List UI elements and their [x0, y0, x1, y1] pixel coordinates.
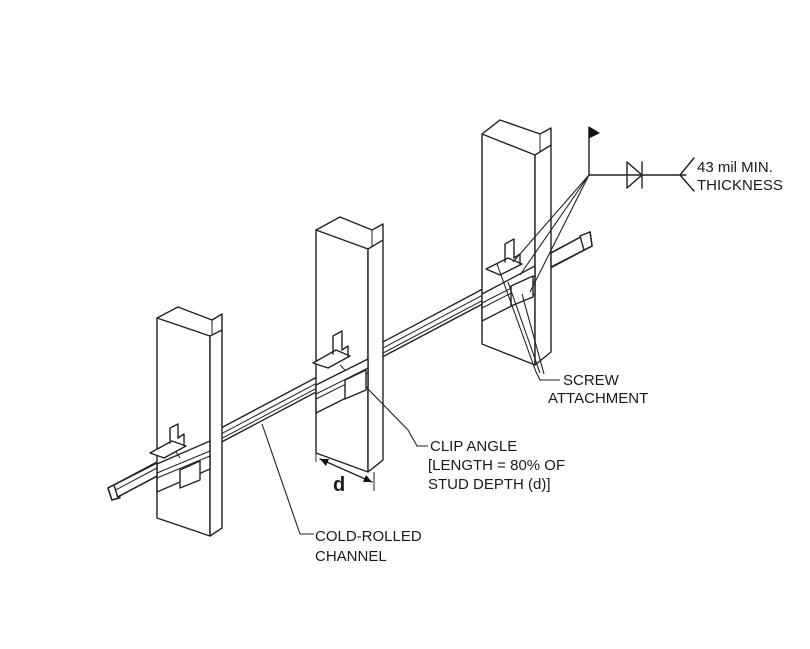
- clip-angle-leader: [367, 388, 428, 447]
- stud-middle: [312, 216, 384, 473]
- dimension-d-label: d: [333, 474, 345, 496]
- clip-angle-line3: STUD DEPTH (d)]: [428, 476, 551, 493]
- weld-thickness-note: 43 mil MIN. THICKNESS: [697, 159, 783, 194]
- screw-attachment-line2: ATTACHMENT: [548, 390, 648, 407]
- clip-angle-note: CLIP ANGLE [LENGTH = 80% OF STUD DEPTH (…: [428, 438, 565, 493]
- screw-attachment-note: SCREW ATTACHMENT: [548, 372, 648, 407]
- weld-thickness-line1: 43 mil MIN.: [697, 159, 773, 176]
- cold-rolled-channel-note: COLD-ROLLED CHANNEL: [315, 528, 422, 565]
- channel-stub-left: [107, 462, 158, 501]
- stud-depth-dimension: d: [315, 453, 375, 496]
- clip-angle-line2: [LENGTH = 80% OF: [428, 457, 565, 474]
- weld-thickness-line2: THICKNESS: [697, 177, 783, 194]
- screw-attachment-leaders: [496, 174, 590, 381]
- screw-attachment-line1: SCREW: [563, 372, 620, 389]
- channel-line1: COLD-ROLLED: [315, 528, 422, 545]
- clip-angle-line1: CLIP ANGLE: [430, 438, 517, 455]
- channel-line2: CHANNEL: [315, 548, 387, 565]
- stud-left: [149, 306, 223, 537]
- cold-rolled-channel-leader: [261, 423, 314, 535]
- stud-right: [481, 119, 552, 366]
- weld-symbol: [588, 126, 695, 192]
- channel-stub-right: [550, 231, 593, 268]
